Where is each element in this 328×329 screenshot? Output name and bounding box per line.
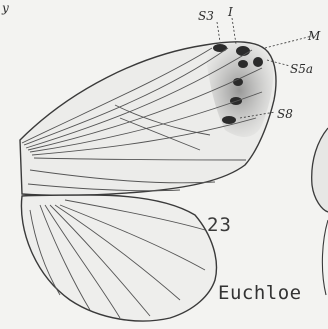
apical-spot — [222, 116, 236, 124]
label-s8: S8 — [277, 107, 293, 121]
figure-number: 23 — [207, 214, 232, 236]
label-m: M — [307, 29, 321, 43]
apical-spot — [238, 60, 248, 68]
apical-spot — [253, 57, 263, 67]
label-i: I — [227, 5, 233, 19]
partial-adjacent-hindwing — [322, 220, 328, 295]
apical-spot — [213, 44, 227, 52]
label-partial-left: y — [1, 1, 9, 15]
genus-label: Euchloe — [218, 282, 302, 304]
apical-spot — [236, 46, 250, 56]
label-s5a: S5a — [290, 62, 313, 76]
label-s3: S3 — [198, 9, 214, 23]
partial-adjacent-wing — [312, 128, 328, 212]
